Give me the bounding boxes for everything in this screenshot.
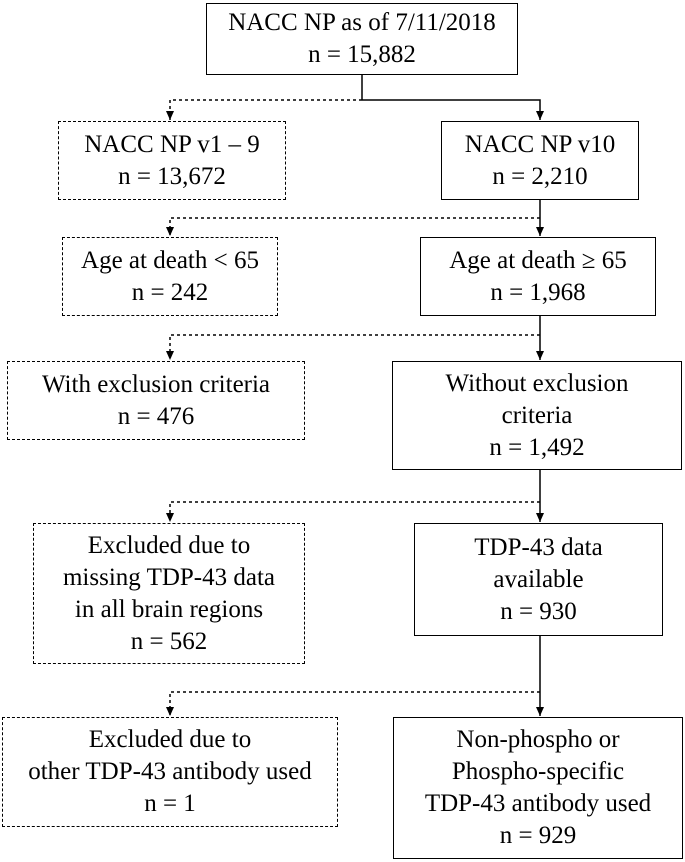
v1-9-label: NACC NP v1 – 9: [84, 130, 260, 158]
specific-antibody-label-1: Non-phospho or: [456, 726, 620, 753]
missing-tdp43-label-3: in all brain regions: [74, 595, 264, 623]
without-exclusion-count: n = 1,492: [489, 433, 585, 461]
root-title: NACC NP as of 7/11/2018: [228, 9, 496, 36]
connector-root-to-v10: [362, 99, 544, 120]
age-65-plus-box: Age at death ≥ 65 n = 1,968: [420, 237, 656, 316]
tdp43-available-count: n = 930: [500, 597, 577, 625]
connector-to-other-antibody: [166, 691, 540, 716]
specific-antibody-box: Non-phospho or Phospho-specific TDP-43 a…: [393, 717, 683, 859]
v1-9-count: n = 13,672: [118, 162, 226, 190]
root-box: NACC NP as of 7/11/2018 n = 15,882: [206, 3, 518, 75]
specific-antibody-label-3: TDP-43 antibody used: [424, 790, 652, 817]
missing-tdp43-count: n = 562: [130, 627, 208, 655]
with-exclusion-box: With exclusion criteria n = 476: [7, 361, 305, 440]
connector-to-with-exclusion: [166, 334, 540, 360]
tdp43-available-label-2: available: [493, 565, 584, 593]
v10-box: NACC NP v10 n = 2,210: [441, 121, 639, 200]
missing-tdp43-label-1: Excluded due to: [87, 531, 251, 559]
specific-antibody-count: n = 929: [499, 822, 577, 849]
missing-tdp43-box: Excluded due to missing TDP-43 data in a…: [33, 523, 305, 664]
v10-count: n = 2,210: [492, 162, 588, 190]
missing-tdp43-label-2: missing TDP-43 data: [62, 563, 276, 591]
v1-9-box: NACC NP v1 – 9 n = 13,672: [58, 121, 286, 200]
age-under-65-label: Age at death < 65: [81, 246, 259, 274]
other-antibody-box: Excluded due to other TDP-43 antibody us…: [2, 717, 338, 827]
connector-to-age-under-65: [166, 217, 540, 236]
other-antibody-label-1: Excluded due to: [88, 726, 252, 753]
without-exclusion-label-2: criteria: [501, 401, 573, 429]
tdp43-available-label-1: TDP-43 data: [474, 533, 603, 561]
age-under-65-box: Age at death < 65 n = 242: [62, 237, 278, 316]
without-exclusion-label-1: Without exclusion: [445, 369, 629, 397]
other-antibody-count: n = 1: [144, 790, 196, 817]
age-65-plus-label: Age at death ≥ 65: [449, 246, 627, 274]
age-under-65-count: n = 242: [131, 278, 209, 306]
other-antibody-label-2: other TDP-43 antibody used: [28, 758, 312, 785]
connector-to-missing-tdp43: [166, 501, 540, 522]
root-count: n = 15,882: [308, 41, 416, 68]
age-65-plus-count: n = 1,968: [490, 278, 586, 306]
tdp43-available-box: TDP-43 data available n = 930: [414, 523, 663, 636]
specific-antibody-label-2: Phospho-specific: [451, 758, 625, 785]
connector-root-to-v1-9: [166, 99, 362, 120]
without-exclusion-box: Without exclusion criteria n = 1,492: [392, 361, 682, 470]
with-exclusion-label: With exclusion criteria: [41, 370, 271, 398]
v10-label: NACC NP v10: [464, 130, 616, 158]
with-exclusion-count: n = 476: [117, 402, 195, 430]
